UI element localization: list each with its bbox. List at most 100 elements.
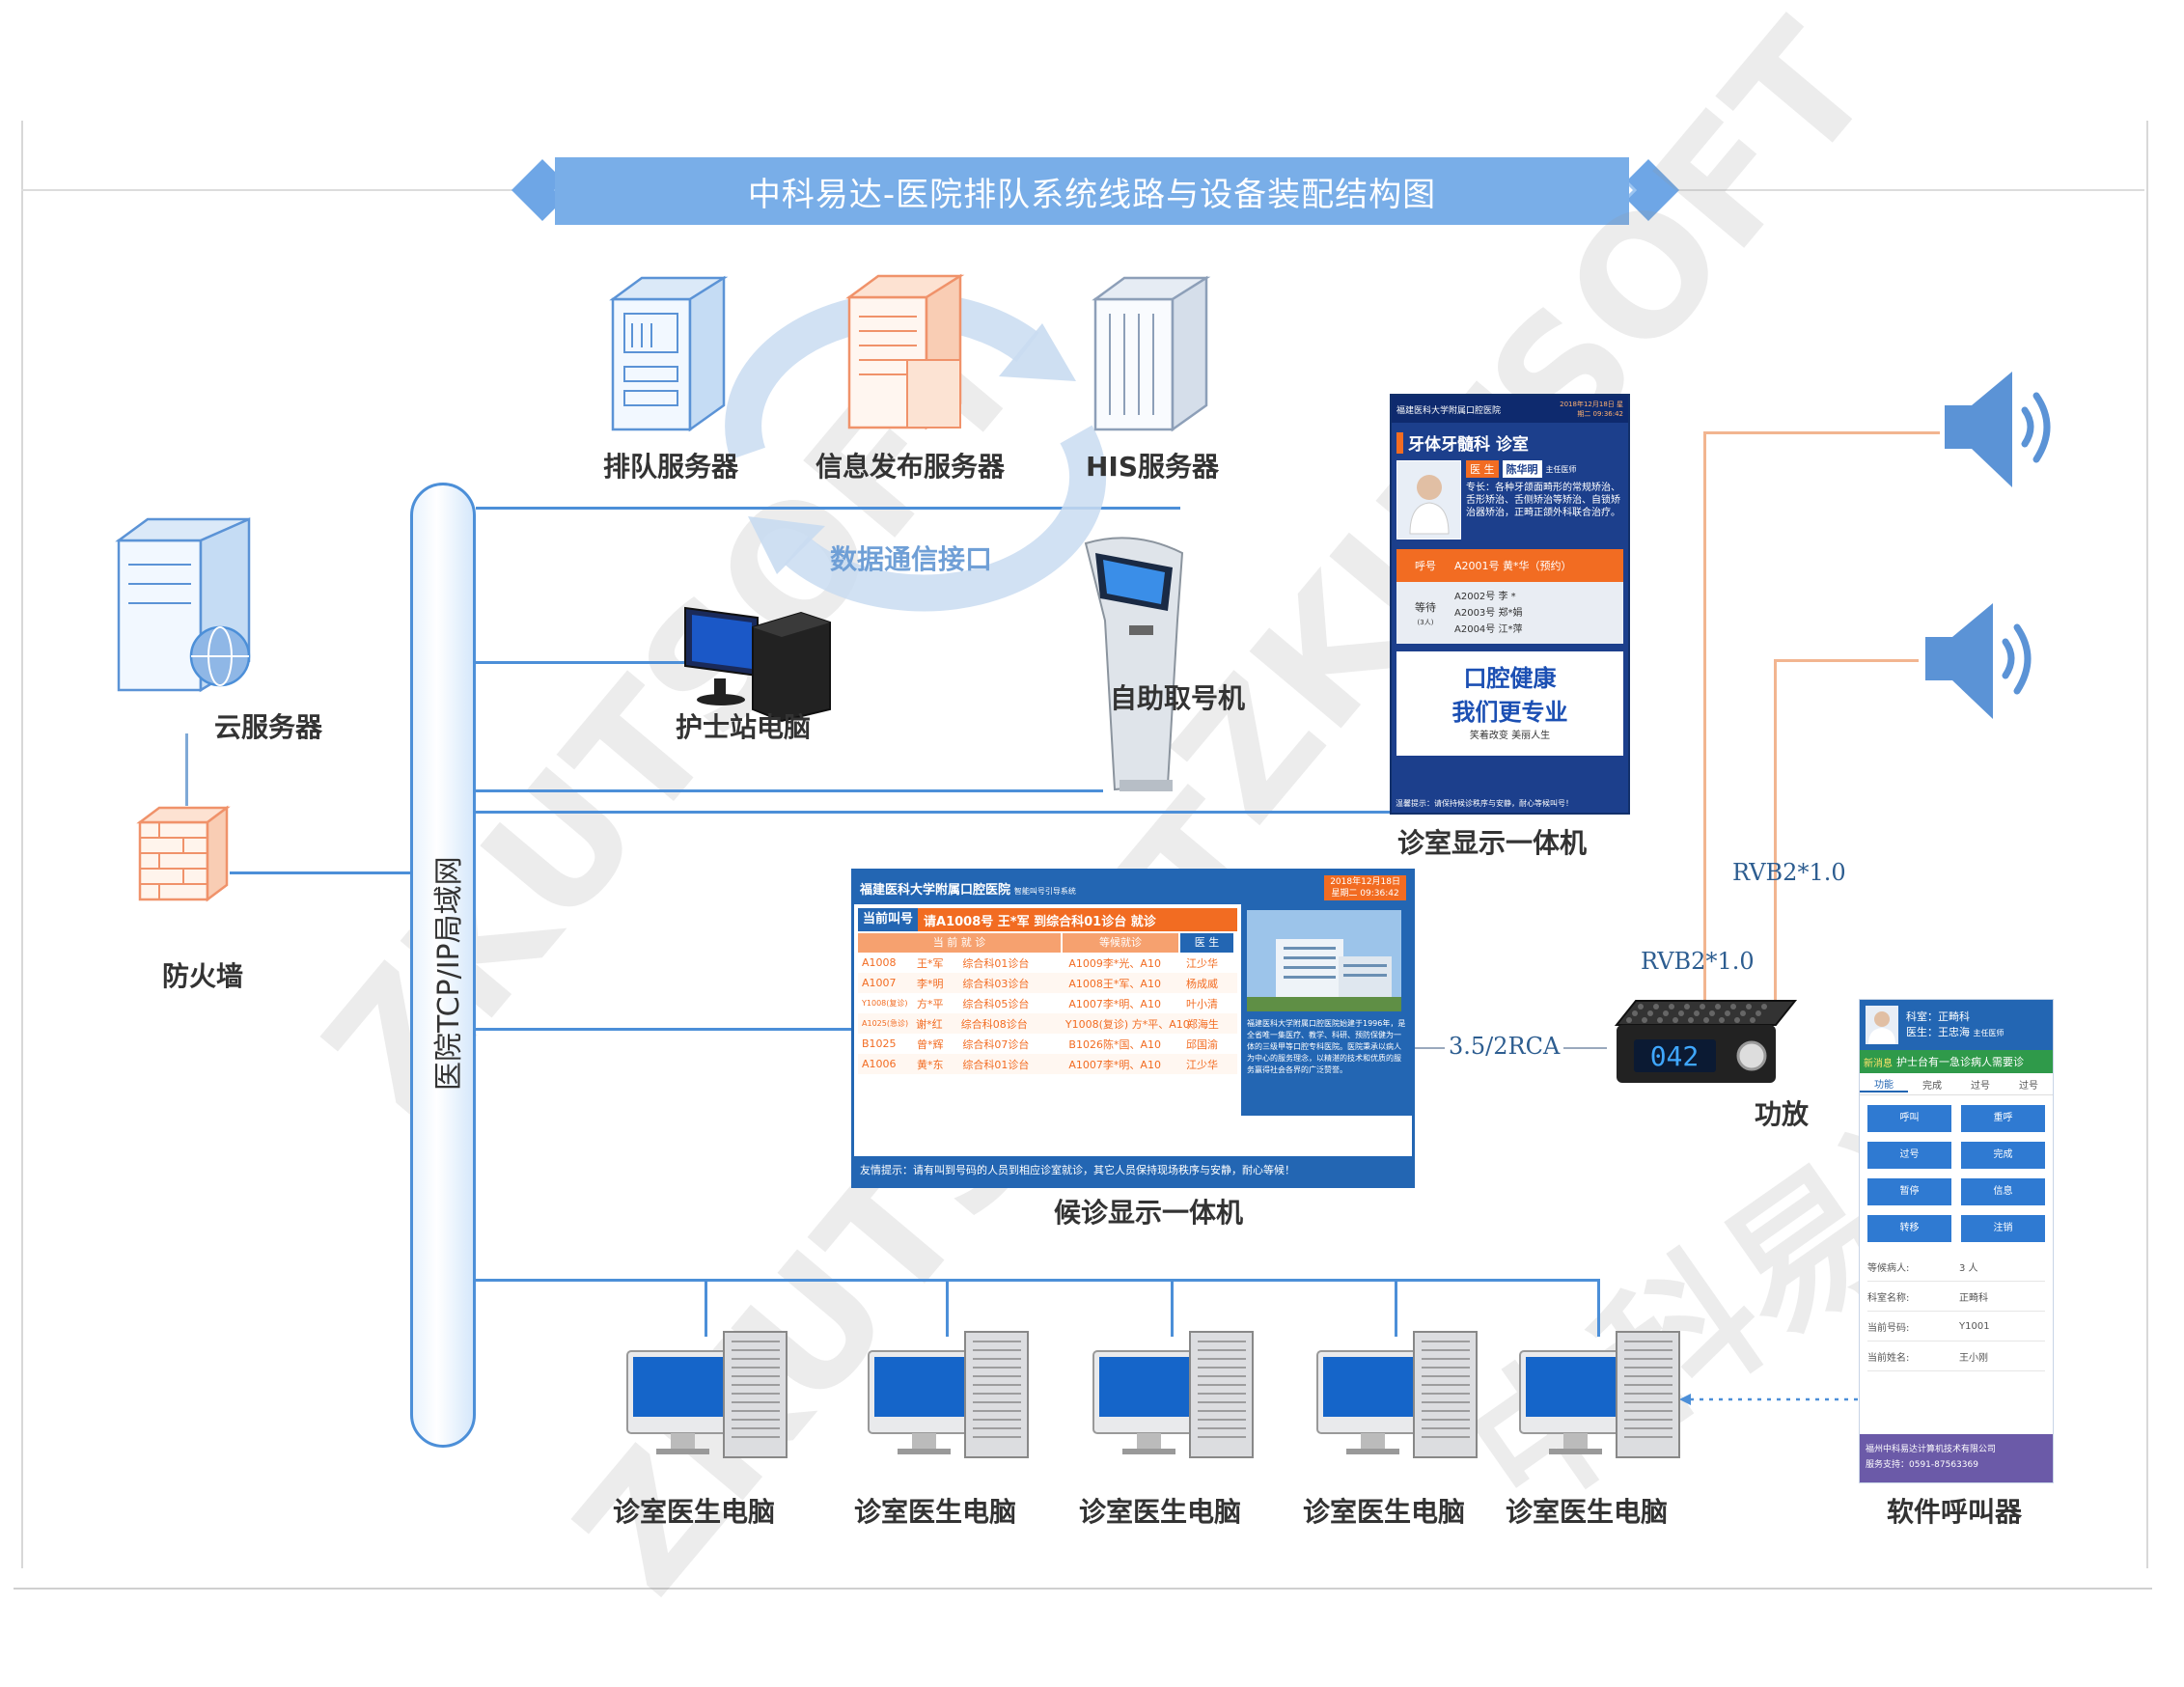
info-value: 王小刚 <box>1959 1352 1988 1364</box>
doctor-pc-2 <box>868 1327 1033 1462</box>
vent-hole <box>1750 1017 1755 1023</box>
vent-hole <box>1761 1004 1767 1009</box>
info-value: 3 人 <box>1959 1262 1978 1274</box>
vent-hole <box>1626 1017 1632 1023</box>
info-server-icon <box>845 273 965 430</box>
drop-pc-5 <box>1597 1279 1600 1337</box>
info-value: Y1001 <box>1959 1320 1990 1332</box>
data-interface-label: 数据通信接口 <box>830 543 993 575</box>
cloud-server-icon <box>115 517 251 693</box>
drop-pc-1 <box>705 1279 707 1337</box>
caller-tab[interactable]: 完成 <box>1922 1080 1942 1092</box>
caller-tab[interactable]: 功能 <box>1860 1076 1908 1092</box>
footer-rule <box>14 1588 2152 1590</box>
doctor-pc-label: 诊室医生电脑 <box>854 1496 1017 1528</box>
doctor-pc-label: 诊室医生电脑 <box>613 1496 776 1528</box>
caller-recall-button[interactable]: 重呼 <box>1961 1105 2045 1132</box>
row-name: 王*军 <box>917 956 944 970</box>
caller-dept: 科室：正畸科 <box>1906 1009 1970 1023</box>
caller-message-button[interactable]: 信息 <box>1961 1178 2045 1205</box>
software-caller-app: 科室：正畸科 医生：王忠海 主任医师 新消息 护士台有一急诊病人需要诊 功能 完… <box>1859 999 2054 1483</box>
row-doctor: 江少华 <box>1186 956 1218 970</box>
caller-finish-button[interactable]: 完成 <box>1961 1142 2045 1169</box>
caller-avatar <box>1866 1006 1898 1044</box>
row-name: 黄*东 <box>917 1058 944 1071</box>
vent-hole <box>1730 1004 1736 1009</box>
call-value: A2001号 黄*华（预约） <box>1454 560 1572 572</box>
call-label: 呼号 <box>1415 560 1436 572</box>
row-next: A1008王*军、A10 <box>1068 977 1161 990</box>
diagram-frame <box>21 121 2148 1568</box>
caller-skip-button[interactable]: 过号 <box>1867 1142 1951 1169</box>
doctor-pc-3 <box>1092 1327 1258 1462</box>
desktop-computer-icon <box>626 1331 788 1458</box>
speaker-cable-1-horizontal <box>1703 431 1940 434</box>
vent-hole <box>1638 1004 1644 1009</box>
hospital-intro: 福建医科大学附属口腔医院始建于1996年，是全省唯一集医疗、教学、科研、预防保健… <box>1247 1019 1406 1074</box>
current-call-value: 请A1008号 王*军 到综合科01诊台 就诊 <box>924 914 1156 929</box>
speaker-cable-1-vertical <box>1703 431 1706 1001</box>
desktop-computer-icon <box>868 1331 1029 1458</box>
audio-cable-label: 3.5/2RCA <box>1445 1033 1564 1060</box>
vent-hole <box>1632 1010 1638 1016</box>
waiting-item: A2002号 李 * <box>1454 591 1516 602</box>
doctor-tag: 医 生 <box>1466 460 1499 478</box>
caller-logout-button[interactable]: 注销 <box>1961 1215 2045 1242</box>
desktop-computer-icon <box>1092 1331 1254 1458</box>
speaker-2-icon <box>1925 603 2032 719</box>
caller-doctor: 医生：王忠海 <box>1906 1025 1970 1038</box>
row-room: 综合科01诊台 <box>962 956 1030 970</box>
drop-pc-4 <box>1395 1279 1397 1337</box>
doctor-pc-4 <box>1316 1327 1481 1462</box>
info-key: 当前姓名: <box>1867 1352 1910 1364</box>
header-doctor: 医 生 <box>1180 933 1233 953</box>
row-doctor: 杨成威 <box>1186 977 1218 990</box>
desktop-computer-icon <box>1519 1331 1680 1458</box>
row-doctor: 叶小清 <box>1186 997 1218 1010</box>
caller-pause-button[interactable]: 暂停 <box>1867 1178 1951 1205</box>
link-room-display <box>476 811 1393 814</box>
doctor-photo <box>1396 460 1461 539</box>
caller-call-button[interactable]: 呼叫 <box>1867 1105 1951 1132</box>
info-server-label: 信息发布服务器 <box>816 451 1006 483</box>
waiting-display-label: 候诊显示一体机 <box>1054 1197 1244 1229</box>
row-next: A1007李*明、A10 <box>1068 997 1161 1010</box>
caller-tab[interactable]: 过号 <box>2019 1080 2038 1092</box>
software-caller-label: 软件呼叫器 <box>1887 1496 2023 1528</box>
row-next: Y1008(复诊) 方*平、A10 <box>1064 1017 1190 1031</box>
info-key: 科室名称: <box>1867 1292 1910 1304</box>
wait-label: 等待 <box>1415 600 1436 614</box>
row-doctor: 江少华 <box>1186 1058 1218 1071</box>
amplifier-label: 功放 <box>1755 1098 1810 1130</box>
caller-tab[interactable]: 过号 <box>1971 1080 1990 1092</box>
room-datetime: 2018年12月18日 星期二 09:36:42 <box>1560 401 1623 418</box>
vent-hole <box>1653 1004 1659 1009</box>
row-number: A1006 <box>862 1058 897 1070</box>
row-number: B1025 <box>862 1037 897 1050</box>
header-waiting: 等候就诊 <box>1063 933 1178 953</box>
row-room: 综合科05诊台 <box>962 997 1030 1010</box>
room-department: 牙体牙髓科 诊室 <box>1408 435 1529 455</box>
waiting-item: A2003号 郑*娟 <box>1454 607 1523 619</box>
vent-hole <box>1734 1017 1740 1023</box>
slogan-line-3: 笑着改变 美丽人生 <box>1469 731 1551 741</box>
doctor-specialty: 专长：各种牙颌面畸形的常规矫治、舌形矫治、舌侧矫治等矫治、自锁矫治器矫治，正畸正… <box>1466 483 1620 518</box>
vent-hole <box>1725 1010 1730 1016</box>
slogan-banner: 口腔健康 我们更专业 笑着改变 美丽人生 <box>1396 651 1623 756</box>
caller-marquee-tag: 新消息 <box>1864 1058 1893 1069</box>
list-item: 当前姓名: 王小刚 <box>1867 1341 2045 1371</box>
row-next: B1026陈*国、A10 <box>1068 1037 1161 1051</box>
vent-hole <box>1740 1010 1746 1016</box>
doctor-title: 主任医师 <box>1545 464 1577 474</box>
speaker-cable-2-horizontal <box>1774 659 1919 662</box>
vent-hole <box>1694 1010 1700 1016</box>
amplifier-readout: 042 <box>1650 1040 1700 1072</box>
row-number: A1008 <box>862 956 897 969</box>
caller-transfer-button[interactable]: 转移 <box>1867 1215 1951 1242</box>
